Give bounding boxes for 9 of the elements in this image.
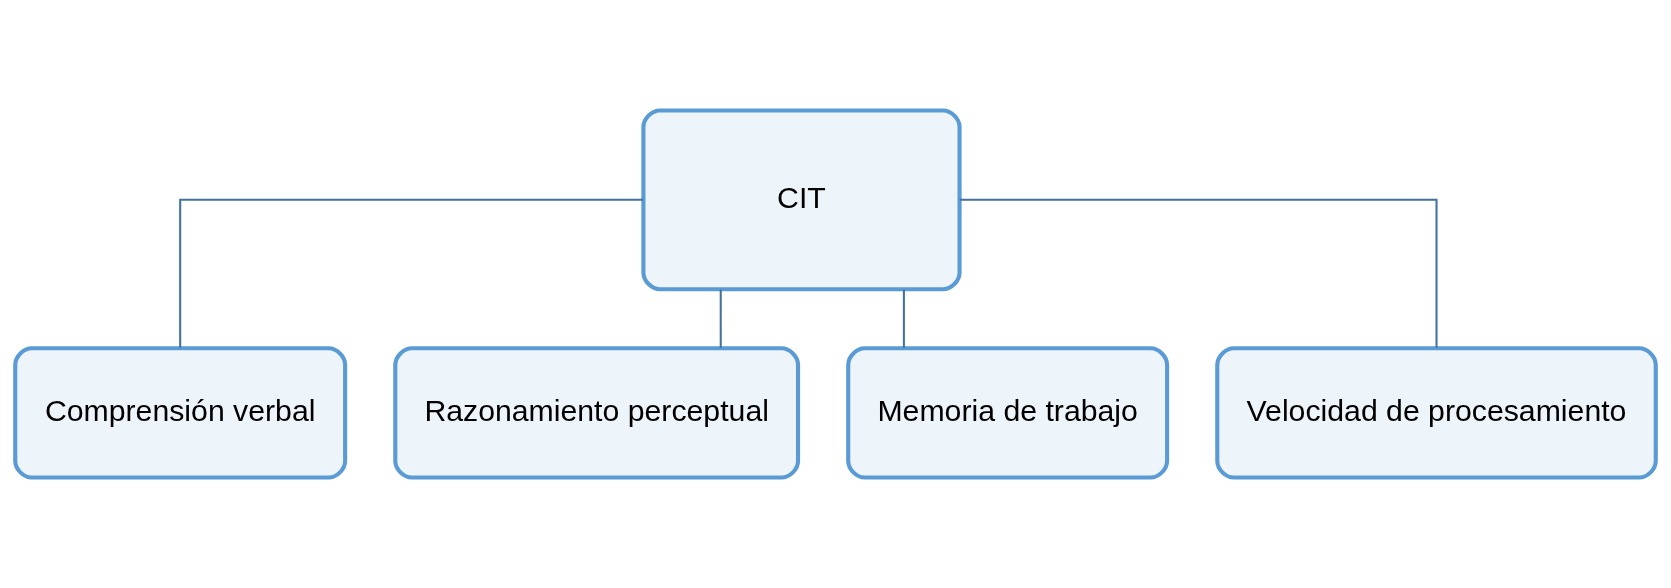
node-box: Memoria de trabajo — [846, 346, 1170, 480]
connector — [902, 289, 905, 348]
node-box: Velocidad de procesamiento — [1215, 346, 1658, 480]
connector — [719, 289, 722, 348]
connector — [179, 198, 644, 348]
node-box: CIT — [641, 108, 962, 292]
connector — [959, 198, 1438, 348]
node-box: Comprensión verbal — [13, 346, 348, 480]
node-box: Razonamiento perceptual — [393, 346, 801, 480]
